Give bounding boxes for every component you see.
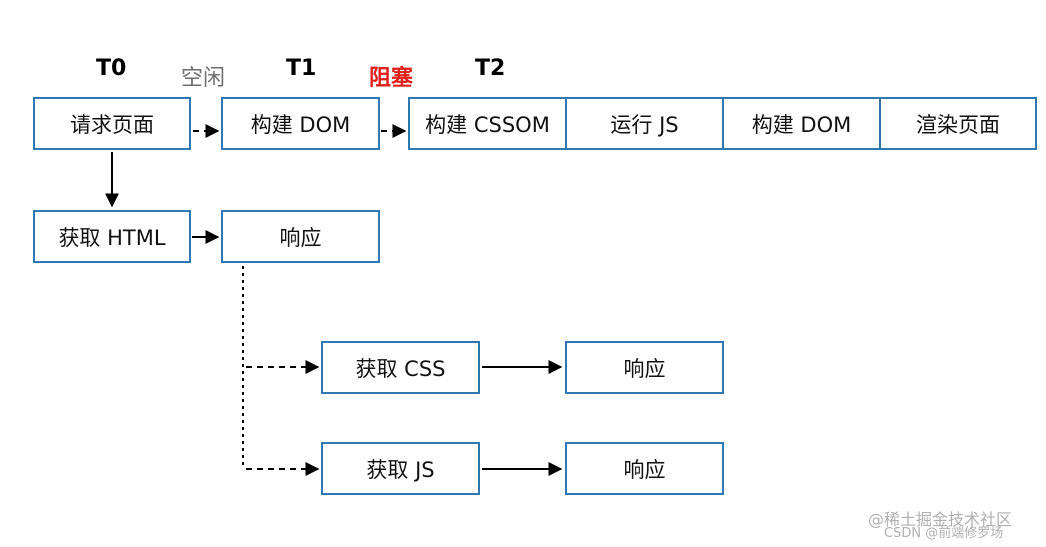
build-dom-again-box: 构建 DOM (722, 97, 881, 150)
request-page-box: 请求页面 (33, 97, 191, 150)
time-label-t2: T2 (475, 56, 506, 81)
watermark-line2: CSDN @前端修罗场 (884, 526, 1004, 541)
render-page-box: 渲染页面 (879, 97, 1037, 150)
build-dom-box: 构建 DOM (221, 97, 380, 150)
watermark-line1: @稀土掘金技术社区 (868, 510, 1013, 529)
js-response-box: 响应 (565, 442, 724, 495)
fetch-css-box: 获取 CSS (321, 341, 480, 394)
fetch-js-box: 获取 JS (321, 442, 480, 495)
run-js-box: 运行 JS (565, 97, 724, 150)
time-label-t1: T1 (286, 56, 317, 81)
build-cssom-box: 构建 CSSOM (408, 97, 567, 150)
html-response-box: 响应 (221, 210, 380, 263)
css-response-box: 响应 (565, 341, 724, 394)
time-label-t0: T0 (96, 56, 127, 81)
fetch-html-box: 获取 HTML (33, 210, 191, 263)
idle-label: 空闲 (181, 66, 226, 91)
blocked-label: 阻塞 (369, 66, 414, 91)
